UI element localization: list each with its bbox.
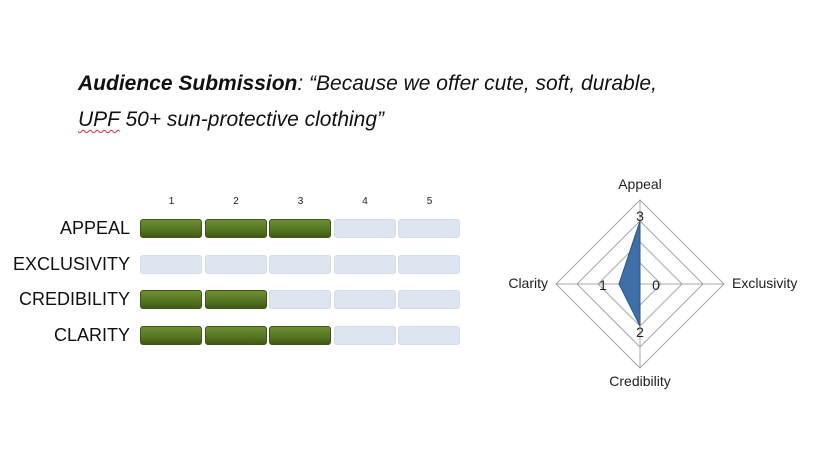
scale-number: 1 [168,196,175,207]
scale-number: 2 [233,196,239,207]
rating-segment-filled [204,219,267,238]
radar-series-area [618,220,641,327]
rating-segment-empty [333,290,396,309]
rating-segment-empty [140,254,202,274]
rating-label-credibility: CREDIBILITY [18,289,130,309]
scale-number: 5 [426,196,433,207]
rating-segment-filled [269,219,331,238]
rating-segment-empty [204,254,267,274]
rating-segment-empty [398,325,460,345]
radar-tick-label: 2 [636,324,644,340]
radar-axis-label-appeal: Appeal [618,176,662,192]
heading-line-1: Audience Submission: “Because we offer c… [78,66,778,102]
rating-segment-filled [204,290,267,309]
rating-segment-empty [398,219,460,238]
radar-axis-label-clarity: Clarity [508,275,548,291]
rating-segment-filled [140,290,202,309]
scale-number: 4 [362,196,368,207]
heading-label: Audience Submission [78,72,298,95]
heading-quote-line-2: 50+ sun-protective clothing” [119,108,385,131]
radar-tick-label: 3 [636,208,644,224]
radar-tick-label: 1 [599,277,607,293]
rating-segment-empty [269,254,331,274]
radar-axis-label-exclusivity: Exclusivity [732,275,797,291]
rating-label-appeal: APPEAL [59,218,130,238]
rating-segment-empty [269,290,331,309]
rating-scale: 1 2 3 4 5 [140,196,462,212]
heading-colon: : [297,72,310,95]
rating-segment-filled [140,219,202,238]
rating-segment-empty [333,254,396,274]
rating-segment-empty [398,290,460,309]
rating-segment-filled [140,325,202,345]
rating-label-clarity: CLARITY [53,324,130,345]
rating-segment-empty [333,219,396,238]
rating-segment-filled [269,325,331,345]
rating-segment-filled [204,325,267,345]
heading-quote-line-1: “Because we offer cute, soft, durable, [309,72,657,95]
radar-tick-label: 0 [652,277,660,293]
radar-axis-label-credibility: Credibility [609,373,670,389]
rating-label-exclusivity: EXCLUSIVITY [12,253,130,274]
rating-segment-empty [398,254,460,274]
heading-line-2: UPF 50+ sun-protective clothing” [78,102,778,138]
rating-segment-empty [333,325,396,345]
submission-heading: Audience Submission: “Because we offer c… [78,66,778,138]
scale-number: 3 [297,196,304,207]
spellcheck-word: UPF [78,108,120,131]
